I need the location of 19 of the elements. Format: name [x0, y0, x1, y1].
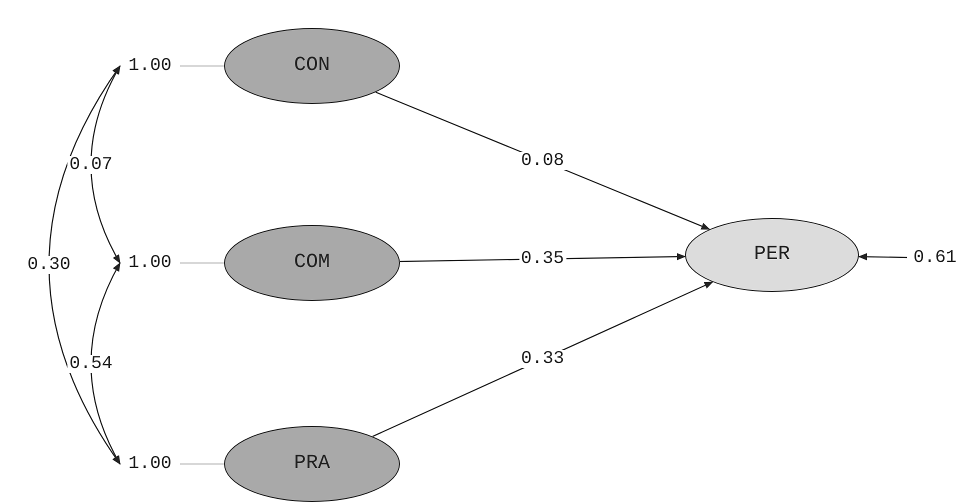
- arrow: [90, 262, 121, 465]
- edge-label: 0.33: [518, 350, 566, 368]
- connector-line: [180, 262, 224, 264]
- arrow: [90, 65, 121, 264]
- value-label: 1.00: [120, 451, 180, 477]
- latent-variable-ellipse: PRA: [224, 426, 400, 502]
- value-label: 0.61: [907, 245, 963, 271]
- arrow: [372, 281, 714, 437]
- edge-label: 0.08: [518, 152, 566, 170]
- arrow: [858, 253, 908, 260]
- edge-label: 0.54: [67, 354, 115, 373]
- latent-variable-ellipse: CON: [224, 28, 400, 104]
- arrow: [48, 65, 120, 465]
- latent-variable-ellipse: COM: [224, 225, 400, 301]
- value-label: 1.00: [120, 53, 180, 79]
- latent-variable-ellipse: PER: [685, 218, 859, 292]
- value-label: 1.00: [120, 250, 180, 276]
- connector-line: [180, 65, 224, 67]
- connector-line: [180, 463, 224, 465]
